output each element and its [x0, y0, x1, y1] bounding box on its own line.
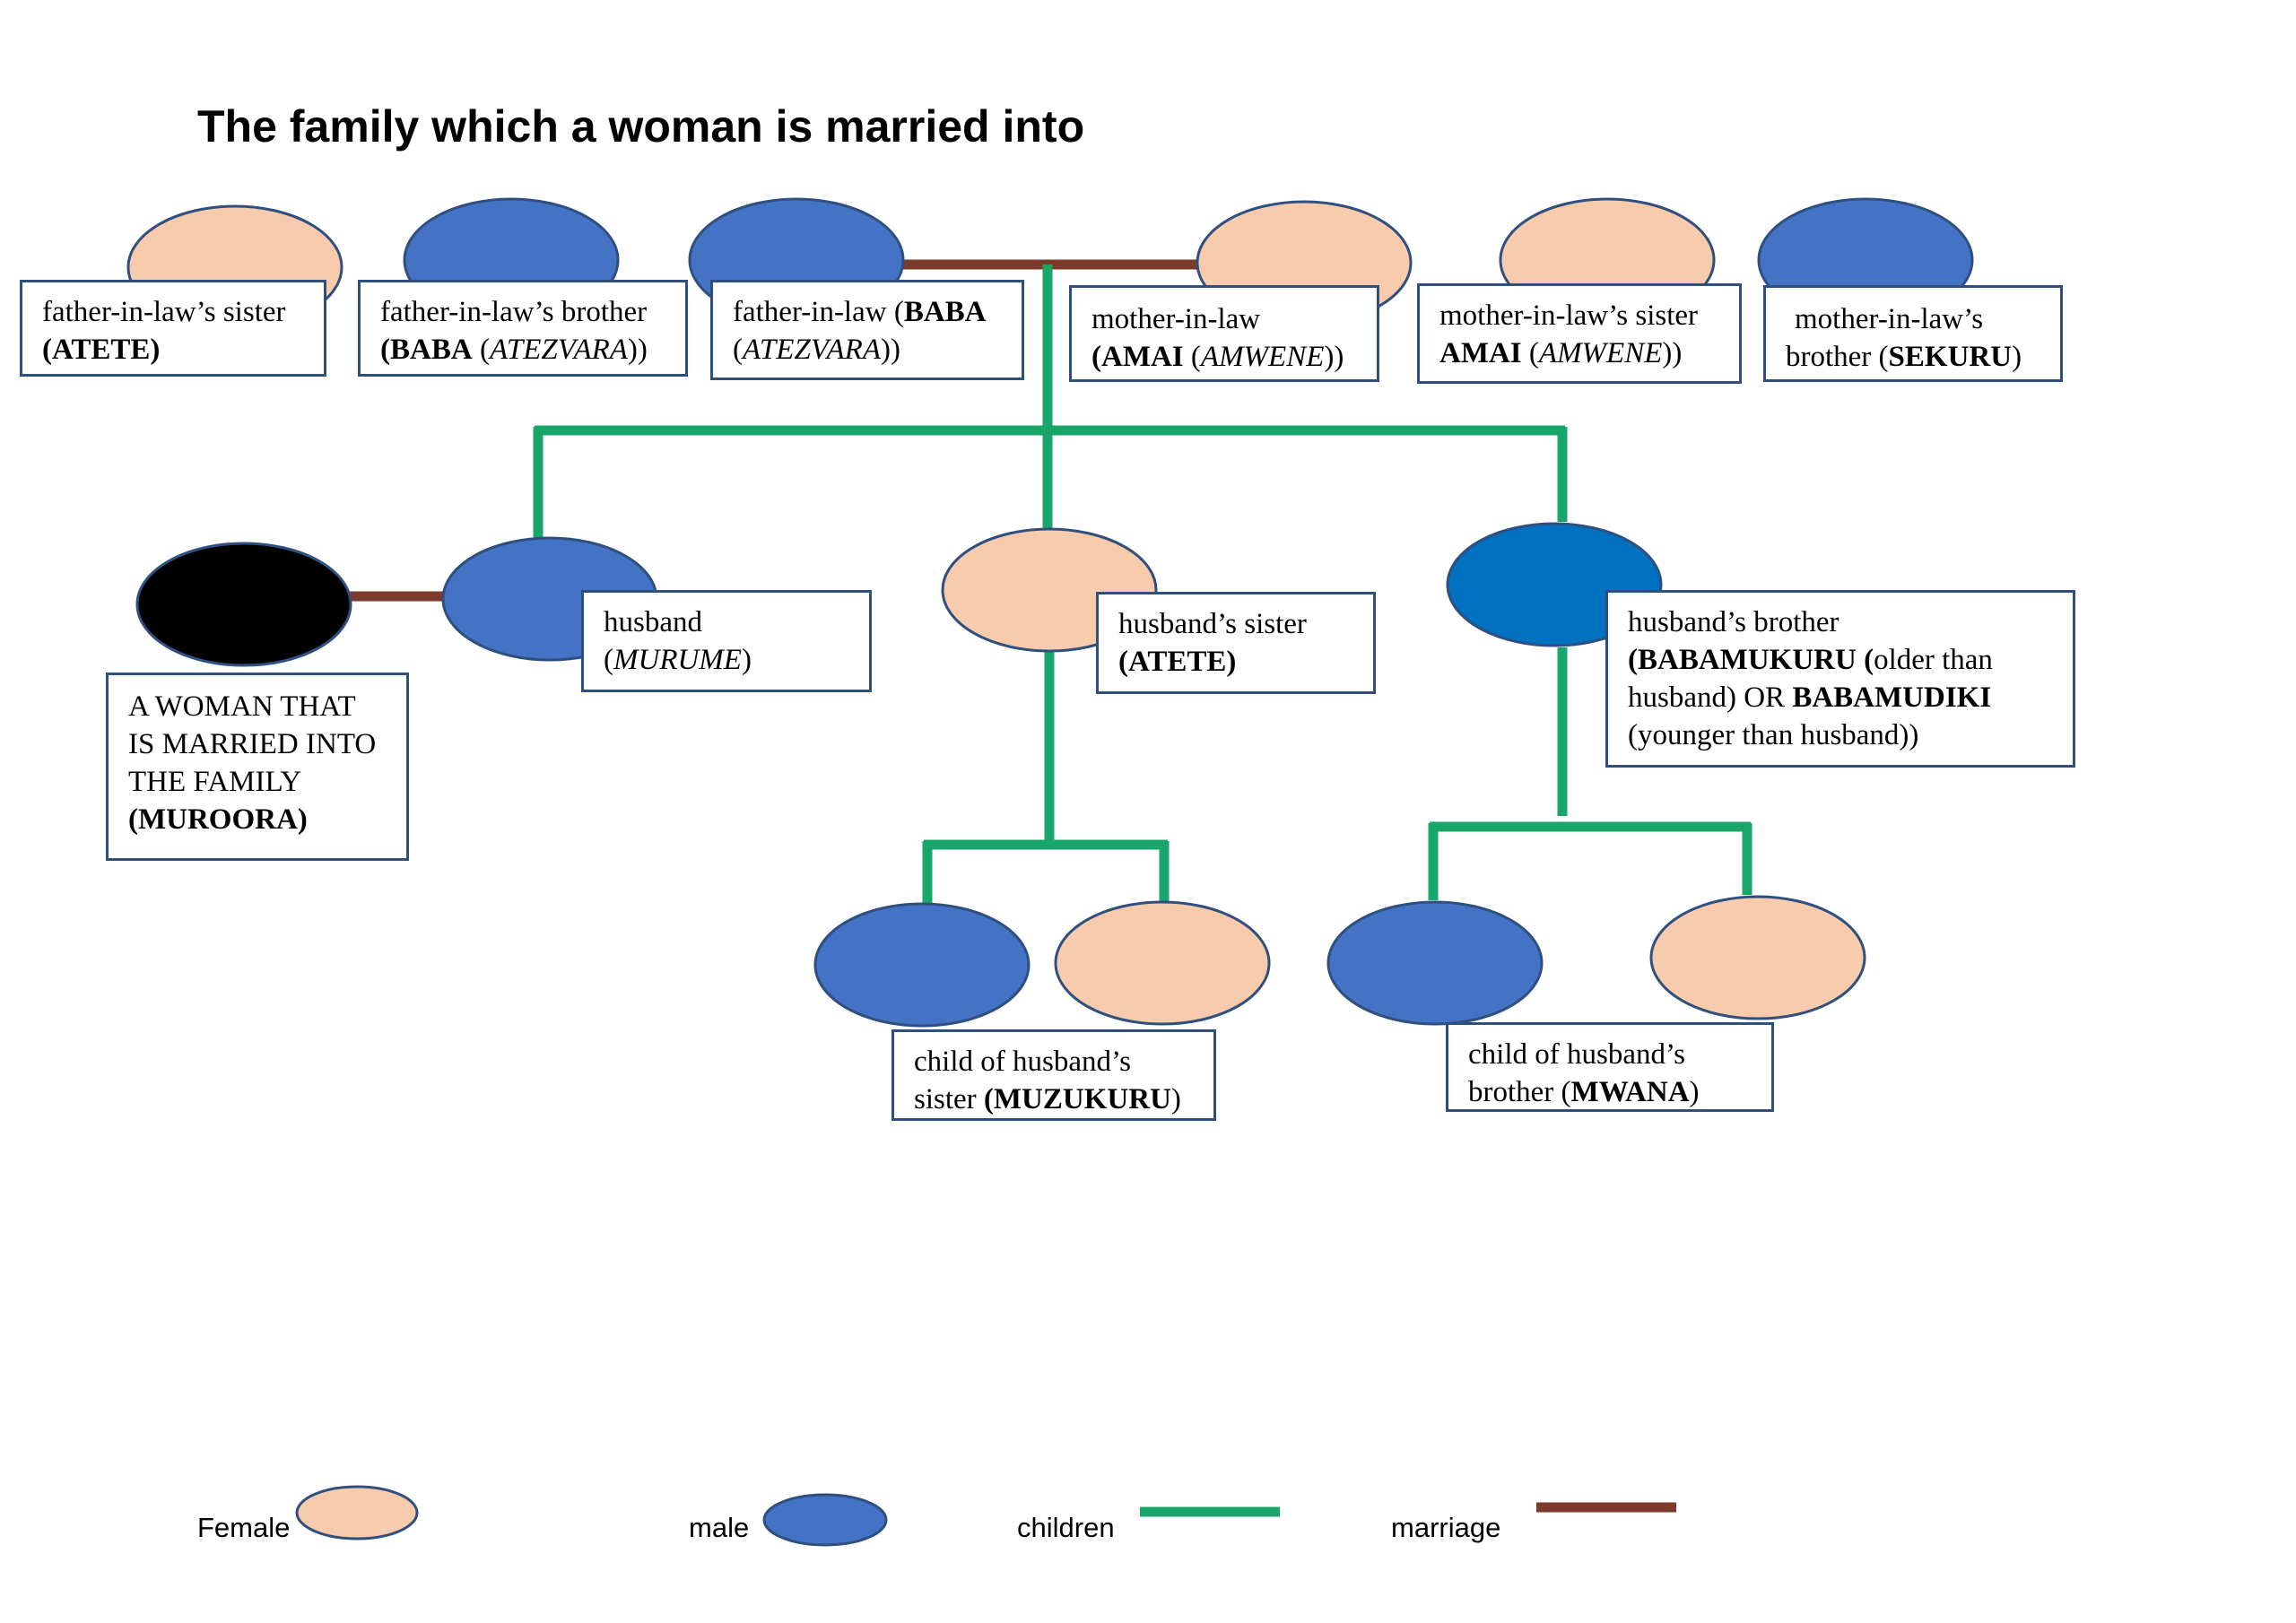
label-husband-brother-term2: BABAMUDIKI	[1792, 681, 1992, 714]
label-mil-sister-close: ))	[1662, 337, 1683, 369]
label-mil-sister-term: AMAI	[1439, 337, 1522, 369]
label-fil-paren: (	[733, 334, 743, 366]
label-husband-brother-line1: husband’s brother	[1628, 606, 1839, 638]
label-fil: father-in-law (BABA (ATEZVARA))	[710, 280, 1024, 380]
node-sister-child-female	[1054, 900, 1271, 1026]
label-mil-brother-close: )	[2012, 341, 2022, 373]
label-husband-line1: husband	[604, 606, 702, 638]
label-woman-line3: THE FAMILY	[128, 766, 302, 798]
label-child-brother-term: MWANA	[1570, 1076, 1690, 1108]
legend-female-label: Female	[197, 1512, 291, 1543]
label-husband-brother-term1: (BABAMUKURU (	[1628, 644, 1874, 676]
person-nodes	[126, 197, 1974, 1028]
label-husband-sister-term: (ATETE)	[1118, 646, 1237, 678]
node-brother-child-male	[1326, 900, 1544, 1026]
connectors	[350, 259, 1752, 910]
legend-male-swatch	[762, 1493, 888, 1547]
label-child-sister: child of husband’s sister (MUZUKURU)	[891, 1029, 1216, 1121]
legend-male-label: male	[689, 1512, 750, 1543]
label-child-sister-term: (MUZUKURU	[983, 1083, 1171, 1115]
label-mil-brother-line2: brother (	[1786, 341, 1889, 373]
label-fil-alt: ATEZVARA	[743, 334, 881, 366]
label-child-brother: child of husband’s brother (MWANA)	[1446, 1022, 1774, 1112]
label-woman-line1: A WOMAN THAT	[128, 690, 356, 723]
label-fil-line1: father-in-law (	[733, 296, 904, 328]
label-fil-brother-paren: (	[472, 334, 490, 366]
label-husband-close: )	[741, 644, 752, 676]
label-child-brother-line2: brother (	[1468, 1076, 1571, 1108]
label-fil-sister-term: (ATETE)	[42, 334, 161, 366]
label-fil-brother-close: ))	[627, 334, 648, 366]
label-husband-term: MURUME	[613, 644, 742, 676]
label-mil-alt: AMWENE	[1200, 341, 1325, 373]
label-child-sister-line1: child of husband’s	[914, 1046, 1131, 1078]
label-mil-sister-paren: (	[1521, 337, 1539, 369]
label-husband-paren: (	[604, 644, 613, 676]
label-mil-sister-alt: AMWENE	[1538, 337, 1663, 369]
label-mil-close: ))	[1324, 341, 1344, 373]
label-fil-term: BABA	[903, 296, 987, 328]
label-fil-brother-term: (BABA	[380, 334, 473, 366]
label-fil-close: ))	[880, 334, 900, 366]
label-mil-paren: (	[1183, 341, 1201, 373]
label-husband-sister: husband’s sister (ATETE)	[1096, 592, 1376, 694]
label-husband-brother-younger: (younger than husband))	[1628, 719, 1919, 751]
label-mil-sister: mother-in-law’s sister AMAI (AMWENE))	[1417, 283, 1742, 384]
label-woman-line2: IS MARRIED INTO	[128, 728, 377, 760]
legend-symbols	[295, 1485, 1676, 1547]
label-child-sister-line2: sister	[914, 1083, 984, 1115]
label-fil-brother: father-in-law’s brother (BABA (ATEZVARA)…	[358, 280, 688, 377]
label-mil-brother: mother-in-law’s brother (SEKURU)	[1763, 285, 2063, 382]
label-husband-brother: husband’s brother (BABAMUKURU (older tha…	[1605, 590, 2075, 768]
diagram-title: The family which a woman is married into	[197, 101, 1085, 152]
label-husband: husband (MURUME)	[581, 590, 872, 692]
label-husband-sister-line1: husband’s sister	[1118, 608, 1307, 640]
label-fil-sister: father-in-law’s sister (ATETE)	[20, 280, 326, 377]
node-sister-child-male	[813, 902, 1031, 1028]
legend-children-label: children	[1017, 1512, 1115, 1543]
label-mil: mother-in-law (AMAI (AMWENE))	[1069, 285, 1379, 382]
label-mil-sister-line1: mother-in-law’s sister	[1439, 299, 1699, 332]
label-child-sister-close: )	[1170, 1083, 1181, 1115]
label-child-brother-close: )	[1689, 1076, 1700, 1108]
label-fil-brother-alt: ATEZVARA	[489, 334, 628, 366]
label-fil-brother-line1: father-in-law’s brother	[380, 296, 648, 328]
label-mil-term: (AMAI	[1091, 341, 1184, 373]
node-brother-child-female	[1649, 895, 1866, 1020]
label-husband-brother-or: husband) OR	[1628, 681, 1793, 714]
legend-marriage-label: marriage	[1391, 1512, 1501, 1543]
label-child-brother-line1: child of husband’s	[1468, 1038, 1685, 1071]
label-mil-brother-line1: mother-in-law’s	[1795, 303, 1984, 335]
node-woman	[135, 542, 352, 667]
label-fil-sister-line1: father-in-law’s sister	[42, 296, 286, 328]
label-mil-line1: mother-in-law	[1091, 303, 1261, 335]
label-woman-term: (MUROORA)	[128, 803, 308, 836]
legend-female-swatch	[295, 1485, 419, 1541]
label-woman: A WOMAN THAT IS MARRIED INTO THE FAMILY …	[106, 673, 409, 861]
label-mil-brother-term: SEKURU	[1888, 341, 2013, 373]
label-husband-brother-older: older than	[1874, 644, 1993, 676]
